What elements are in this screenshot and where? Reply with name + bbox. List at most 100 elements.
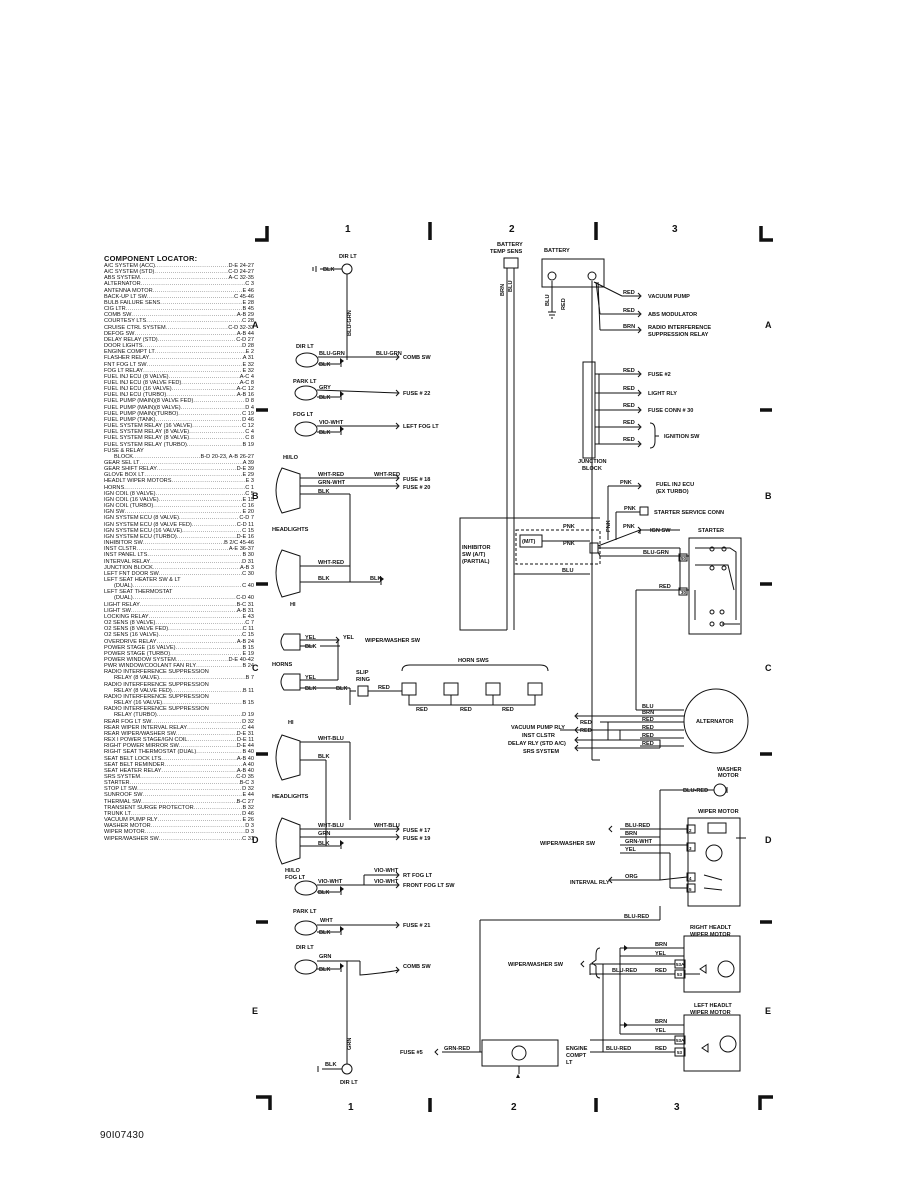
- battery-label: BATTERY: [544, 248, 570, 254]
- wire-org-interval: ORG: [625, 874, 638, 880]
- locator-item-name: SEAT BELT REMINDER: [104, 761, 165, 768]
- locator-item: CIG LTRB 45: [104, 306, 254, 312]
- locator-item: CRUISE CTRL SYSTEMC-D 32-33: [104, 325, 254, 331]
- wire-brn-temp: BRN: [500, 284, 506, 296]
- wire-vio-wht-d3: VIO-WHT: [374, 879, 399, 885]
- locator-item-position: C 40: [242, 583, 254, 590]
- locator-item-position: A-C 8: [239, 379, 254, 386]
- row-label-left-c: C: [252, 663, 259, 673]
- locator-item-name: ALTERNATOR: [104, 281, 141, 288]
- locator-item: FUEL INJ ECU (8 VALVE)A-C 4: [104, 374, 254, 380]
- locator-item: FUEL PUMP (MAIN)(8 VALVE)D 4: [104, 405, 254, 411]
- locator-item-position: C-D 27: [236, 336, 254, 343]
- locator-item-name: IGN SYSTEM ECU (8 VALVE FED): [104, 521, 192, 528]
- locator-item-name: DEFOG SW: [104, 330, 135, 337]
- locator-item: STOP LT SWD 32: [104, 786, 254, 792]
- wire-blk-hilo-d: BLK: [318, 841, 330, 847]
- locator-item-name: TRUNK LT: [104, 810, 131, 817]
- wire-red-abs: RED: [623, 308, 635, 314]
- locator-item-name: FUEL PUMP (TANK): [104, 416, 156, 423]
- locator-item: BULB FAILURE SENSE 28: [104, 300, 254, 306]
- col-label-top-1: 1: [345, 224, 351, 235]
- locator-item: SEAT BELT LOCK LTSA-B 40: [104, 756, 254, 762]
- row-label-left-b: B: [252, 491, 259, 501]
- wire-red-horn-sw2: RED: [460, 707, 472, 713]
- locator-item: RADIO INTERFERENCE SUPPRESSION: [104, 682, 254, 688]
- wire-pnk-service: PNK: [624, 506, 636, 512]
- locator-item-position: A-B 40: [236, 767, 254, 774]
- col-label-bottom-3: 3: [674, 1102, 680, 1113]
- hilo-label-b: HI/LO: [283, 455, 299, 461]
- locator-item: INST CLSTRA-E 36-37: [104, 546, 254, 552]
- wire-red-inst: RED: [580, 728, 592, 734]
- locator-item: FUEL PUMP (MAIN)(TURBO)C 19: [104, 411, 254, 417]
- frame-corners: [255, 226, 773, 1110]
- terminal-53a-lh: 53A: [676, 1038, 685, 1043]
- wire-blu-grn-starter: BLU-GRN: [643, 550, 669, 556]
- wire-blk-hi-2: BLK: [370, 576, 382, 582]
- locator-item-position: D 19: [242, 712, 254, 719]
- locator-item: FUSE & RELAY: [104, 448, 254, 454]
- fuel-inj-ecu-label-2: (EX TURBO): [656, 489, 689, 495]
- hi-label-b: HI: [290, 602, 296, 608]
- alternator-label: ALTERNATOR: [696, 719, 734, 725]
- locator-item-position: B 24: [242, 663, 254, 670]
- wire-red-alt3: RED: [642, 733, 654, 739]
- locator-item: ALTERNATORC 3: [104, 281, 254, 287]
- terminal-30: 30: [681, 590, 687, 595]
- wire-wht-red-hi: WHT-RED: [318, 560, 344, 566]
- locator-item-position: E 28: [242, 299, 254, 306]
- locator-item: RADIO INTERFERENCE SUPPRESSION: [104, 706, 254, 712]
- locator-item-name: GLOVE BOX LT: [104, 472, 145, 479]
- inhibitor-sw-label-2: SW (A/T): [462, 552, 485, 558]
- locator-item: WIPER/WASHER SWC 31: [104, 836, 254, 842]
- locator-item: IGN COIL (8 VALVE)C 5: [104, 491, 254, 497]
- locator-item: RADIO INTERFERENCE SUPPRESSION: [104, 694, 254, 700]
- fuse20-label: FUSE # 20: [403, 485, 430, 491]
- frame-ticks: [256, 222, 772, 1112]
- locator-item: FNT FOG LT SWE 32: [104, 362, 254, 368]
- locator-item-name: WIPER/WASHER SW: [104, 835, 159, 842]
- locator-item: FUEL PUMP (MAIN)(8 VALVE FED)D 8: [104, 398, 254, 404]
- locator-item-name: STARTER: [104, 780, 130, 787]
- locator-item-name: WASHER MOTOR: [104, 823, 151, 830]
- locator-item-name: ABS SYSTEM: [104, 275, 140, 282]
- col-label-bottom-1: 1: [348, 1102, 354, 1113]
- fuse17-label: FUSE # 17: [403, 828, 430, 834]
- inst-clstr-label: INST CLSTR: [522, 733, 555, 739]
- locator-item-name: COMB SW: [104, 312, 132, 319]
- wire-red-jb1: RED: [623, 368, 635, 374]
- locator-item-name: HORNS: [104, 484, 125, 491]
- locator-item-position: C 12: [242, 423, 254, 430]
- locator-item: IGN COIL (TURBO)C 16: [104, 503, 254, 509]
- wire-red-vac: RED: [623, 290, 635, 296]
- locator-item: COURTESY LTSC 28: [104, 318, 254, 324]
- locator-item: RELAY (16 VALVE)B 15: [104, 700, 254, 706]
- wire-grn-e: GRN: [319, 954, 331, 960]
- locator-item-name: IGN SYSTEM ECU (16 VALVE): [104, 527, 183, 534]
- row-label-left-d: D: [252, 835, 259, 845]
- wire-gry: GRY: [319, 385, 331, 391]
- locator-item-position: A 40: [242, 761, 254, 768]
- fuse21-label: FUSE # 21: [403, 923, 430, 929]
- locator-item-position: D 46: [242, 416, 254, 423]
- wire-blu-alt: BLU: [642, 704, 654, 710]
- comb-sw-label-a: COMB SW: [403, 355, 431, 361]
- junction-block-label-2: BLOCK: [582, 466, 602, 472]
- locator-item: IGN SYSTEM ECU (TURBO)D-E 16: [104, 534, 254, 540]
- park-lt-label-e: PARK LT: [293, 909, 317, 915]
- locator-item-name: CRUISE CTRL SYSTEM: [104, 324, 166, 331]
- wire-yel-rh: YEL: [655, 951, 666, 957]
- ign-sw-label: IGN SW: [650, 528, 671, 534]
- locator-item-position: A-B 44: [236, 330, 254, 337]
- wiper-washer-sw-label-d: WIPER/WASHER SW: [540, 841, 596, 847]
- locator-item-position: C 16: [242, 503, 254, 510]
- locator-item-name: FUEL SYSTEM RELAY (8 VALVE): [104, 435, 190, 442]
- locator-item-position: C 44: [242, 724, 254, 731]
- terminal-4: 4: [689, 876, 692, 881]
- locator-item-name: BLOCK: [114, 453, 133, 460]
- light-rly-label: LIGHT RLY: [648, 391, 677, 397]
- right-headlt-wiper-label-1: RIGHT HEADLT: [690, 925, 732, 931]
- starter-service-conn-label: STARTER SERVICE CONN: [654, 510, 724, 516]
